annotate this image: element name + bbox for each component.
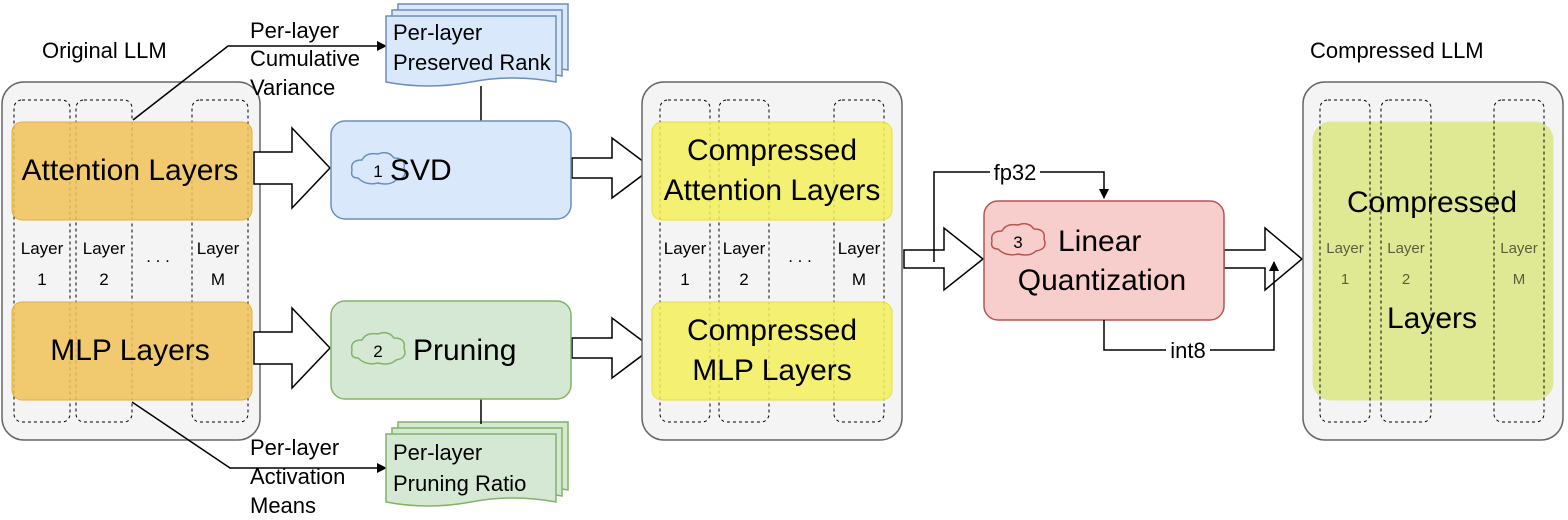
original-layer-ellipsis: . . . [146,247,170,266]
quantization-step-number: 3 [1013,233,1022,252]
activation-line-2: Activation [250,464,345,489]
compressed-mlp-bar [651,301,893,401]
final-layer-m-number: M [1513,271,1526,288]
fp32-label: fp32 [994,160,1037,185]
svd-step-number: 1 [373,162,382,181]
compressed-to-quant-arrow [903,226,985,292]
compressed-layers-block [1312,121,1554,401]
mid-layer-column-m [833,99,885,423]
original-layer-2-label: Layer [83,239,126,258]
compressed-layers-line-1: Compressed [1347,186,1517,219]
attention-layers-label: Attention Layers [22,154,239,187]
original-llm-title: Original LLM [42,38,167,63]
mid-layer-1-label: Layer [664,239,707,258]
mid-layer-column-2 [718,99,770,423]
fp32-label-bg [990,161,1040,183]
quant-to-output-arrow [1223,226,1304,292]
activation-line-1: Per-layer [250,435,339,460]
quantization-line-1: Linear [1058,225,1141,258]
svd-to-compressed-arrow [571,136,654,200]
final-layer-2-number: 2 [1402,271,1410,288]
svd-cloud-icon [350,151,406,185]
variance-annotation: Per-layer Cumulative Variance [132,18,387,121]
compressed-attention-bar [651,121,893,221]
original-layer-column-2 [75,99,133,423]
pruning-step: 2 Pruning [330,300,572,400]
compressed-attention-line-1: Compressed [687,134,857,167]
mid-layer-column-1 [659,99,711,423]
pruning-box [330,300,572,400]
final-layer-1-number: 1 [1341,271,1349,288]
final-layer-m-label: Layer [1500,240,1538,257]
final-layer-1-label: Layer [1326,240,1364,257]
compressed-llm-group: Compressed LLM Compressed Layers Layer 1… [1302,38,1564,441]
final-layer-column-2 [1380,99,1432,423]
pruning-step-label: Pruning [413,334,516,367]
activation-line-3: Means [250,493,316,518]
mid-layer-m-number: M [852,270,866,289]
activation-annotation: Per-layer Activation Means [131,401,387,518]
mlp-layers-label: MLP Layers [50,334,210,367]
final-layer-2-label: Layer [1387,240,1425,257]
final-layer-column-1 [1319,99,1371,423]
pruning-step-number: 2 [373,342,382,361]
block-arrows [253,126,1304,390]
activation-connector [131,401,387,473]
mid-layer-2-label: Layer [723,239,766,258]
variance-connector [132,41,387,121]
attention-to-svd-arrow [253,126,332,210]
original-layer-2-number: 2 [99,270,108,289]
compressed-mid-group: Compressed Attention Layers Compressed M… [641,81,903,441]
mlp-layers-bar [11,301,253,401]
quantization-line-2: Quantization [1018,264,1186,297]
variance-line-1: Per-layer [250,18,339,43]
preserved-rank-doc: Per-layer Preserved Rank [385,3,569,87]
final-layer-column-m [1493,99,1545,423]
original-layer-1-label: Layer [21,239,64,258]
preserved-rank-line-1: Per-layer [393,20,482,45]
svd-box [330,120,572,220]
original-layer-1-number: 1 [37,270,46,289]
int8-label-bg [1166,339,1210,361]
original-layer-m-label: Layer [197,239,240,258]
variance-line-2: Cumulative [250,46,360,71]
pruning-ratio-line-2: Pruning Ratio [393,471,526,496]
original-layer-m-number: M [211,270,225,289]
original-llm-group: Original LLM Attention Layers MLP Layers… [1,38,261,441]
quantization-box [983,200,1225,321]
quantization-step: fp32 3 Linear Quantization int8 [933,160,1279,363]
svd-step-label: SVD [390,154,452,187]
pruning-ratio-doc: Per-layer Pruning Ratio [385,421,569,507]
pruning-cloud-icon [350,331,406,365]
mid-layer-ellipsis: . . . [788,247,812,266]
attention-layers-bar [11,121,253,221]
original-layer-column-1 [13,99,71,423]
int8-label: int8 [1170,338,1205,363]
compressed-attention-line-2: Attention Layers [664,174,881,207]
mid-layer-1-number: 1 [680,270,689,289]
pruning-ratio-line-1: Per-layer [393,440,482,465]
pruning-to-compressed-arrow [571,316,654,380]
mlp-to-pruning-arrow [253,306,332,390]
svd-step: 1 SVD [330,120,572,220]
mid-layer-2-number: 2 [739,270,748,289]
mid-layer-m-label: Layer [838,239,881,258]
compressed-mlp-line-1: Compressed [687,314,857,347]
compressed-mlp-line-2: MLP Layers [692,354,852,387]
variance-line-3: Variance [250,75,335,100]
original-layer-column-m [191,99,249,423]
preserved-rank-line-2: Preserved Rank [393,50,552,75]
compressed-layers-line-2: Layers [1387,302,1477,335]
compressed-llm-title: Compressed LLM [1310,38,1484,63]
quantization-cloud-icon [990,222,1046,256]
